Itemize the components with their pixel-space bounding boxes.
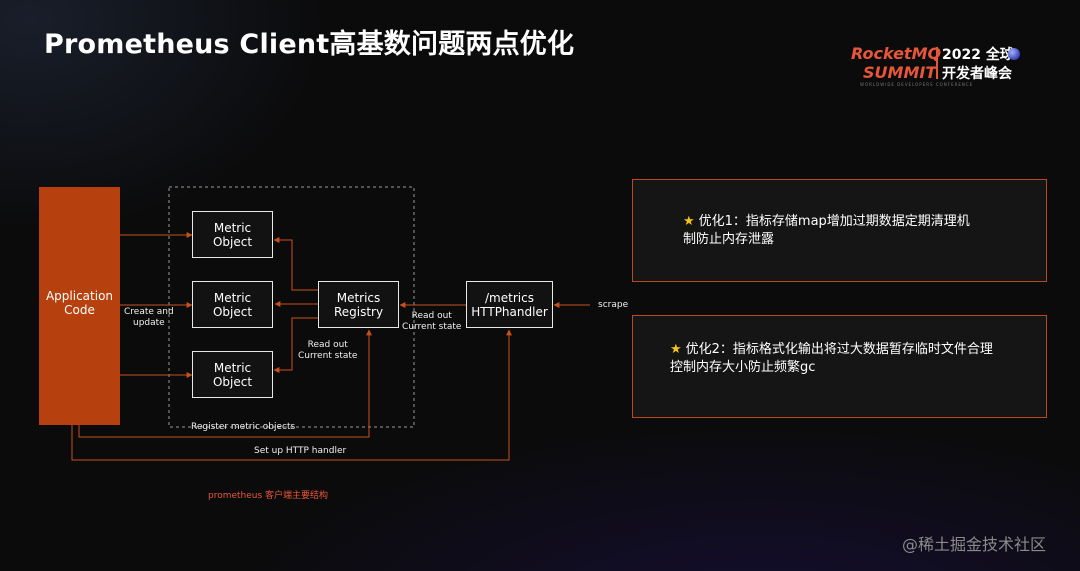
arrow-registry-to-object1 [273,237,318,291]
card1-line2: 制防止内存泄露 [683,232,775,247]
logo-right1: 2022 全球 [942,47,1014,63]
card1-line1: 优化1：指标存储map增加过期数据定期清理机 [698,214,970,229]
arrow-register-objects [78,329,372,438]
label-create-update: Create and update [124,307,174,328]
logo-line1: RocketMQ [851,44,942,63]
metric-object-3: Metric Object [192,351,273,398]
logo-separator [936,47,938,79]
card2-line1: 优化2：指标格式化输出将过大数据暂存临时文件合理 [685,342,993,357]
conference-logo: RocketMQ SUMMIT 2022 全球 开发者峰会 WORLDWIDE … [848,44,1038,90]
optimization-card-2: ★优化2：指标格式化输出将过大数据暂存临时文件合理 控制内存大小防止频繁gc [632,315,1047,418]
label-register-objects: Register metric objects [191,422,296,432]
http-handler: /metrics HTTPhandler [466,281,553,328]
arrow-registry-to-object3 [273,317,318,373]
arrow-setup-handler [71,329,512,461]
card2-line2: 控制内存大小防止频繁gc [670,360,816,375]
client-boundary [168,186,415,428]
application-code-box: Application Code [39,187,120,425]
logo-line2: SUMMIT [863,63,937,82]
application-code-label: Application Code [45,289,114,317]
label-read-out-lower: Read out Current state [298,340,358,361]
watermark: @稀土掘金技术社区 [902,535,1047,554]
logo-tagline: WORLDWIDE DEVELOPERS CONFERENCE [860,82,974,87]
diagram-caption: prometheus 客户端主要结构 [208,491,329,501]
star-icon: ★ [670,342,682,357]
label-read-out-upper: Read out Current state [402,311,462,332]
metric-object-2: Metric Object [192,281,273,328]
label-setup-handler: Set up HTTP handler [254,446,347,456]
slide-title: Prometheus Client高基数问题两点优化 [44,29,575,60]
globe-icon [1008,48,1020,60]
star-icon: ★ [683,214,695,229]
logo-right2: 开发者峰会 [942,66,1012,82]
optimization-card-1: ★优化1：指标存储map增加过期数据定期清理机 制防止内存泄露 [632,179,1047,282]
label-scrape: scrape [598,300,629,310]
metrics-registry: Metrics Registry [318,281,399,328]
metric-object-1: Metric Object [192,211,273,258]
